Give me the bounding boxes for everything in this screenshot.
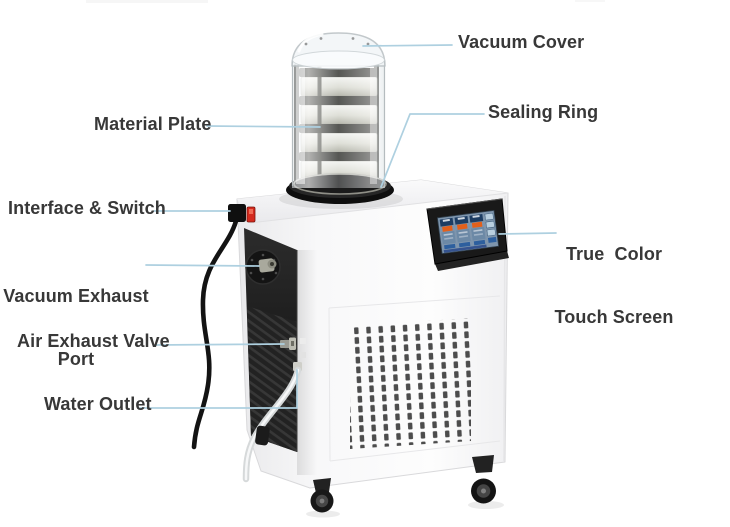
- label-vacuum-exhaust-line1: Vacuum Exhaust: [3, 286, 149, 306]
- label-vacuum-cover: Vacuum Cover: [458, 32, 585, 52]
- label-touch-screen-line1: True Color: [565, 244, 663, 264]
- rear-caster: [255, 425, 270, 446]
- label-interface-switch: Interface & Switch: [8, 198, 166, 218]
- vacuum-cover: [291, 32, 386, 188]
- front-left-caster: [310, 478, 334, 513]
- power-plug: [228, 204, 246, 222]
- touch-screen: [426, 198, 509, 271]
- leader-lines: [139, 44, 557, 409]
- air-exhaust-valve: [280, 337, 296, 350]
- leader-vacuum-cover: [362, 44, 453, 47]
- label-sealing-ring: Sealing Ring: [488, 102, 599, 122]
- label-vacuum-exhaust-port: Vacuum Exhaust Port: [2, 244, 150, 412]
- front-vent-grille: [350, 318, 471, 449]
- top-edge-artifact: [86, 0, 605, 3]
- front-right-caster: [471, 455, 496, 504]
- caster-shadow: [306, 510, 340, 518]
- power-switch-highlight: [249, 209, 253, 214]
- vacuum-exhaust-port: [245, 249, 281, 285]
- power-interface-and-switch: [191, 204, 256, 450]
- leader-water-outlet: [139, 369, 298, 409]
- label-air-exhaust-valve: Air Exhaust Valve: [17, 331, 170, 351]
- caster-wheels: [255, 425, 496, 513]
- label-material-plate: Material Plate: [94, 114, 212, 134]
- water-outlet-tube: [242, 362, 302, 483]
- panel-sticker: [300, 338, 306, 344]
- power-cable: [191, 218, 239, 450]
- label-true-color-touch-screen: True Color Touch Screen: [550, 202, 678, 370]
- label-vacuum-exhaust-line2: Port: [57, 349, 95, 369]
- leader-material-plate: [206, 125, 321, 128]
- panel-sticker: [300, 352, 306, 358]
- leader-touch-screen: [498, 232, 557, 235]
- leader-sealing-ring: [380, 113, 485, 188]
- label-touch-screen-line2: Touch Screen: [554, 307, 674, 327]
- leader-air-exhaust-valve: [154, 343, 285, 346]
- leader-vacuum-exhaust-port: [145, 264, 260, 267]
- label-water-outlet: Water Outlet: [44, 394, 152, 414]
- caster-shadow: [468, 501, 504, 509]
- machine-body: [236, 179, 509, 518]
